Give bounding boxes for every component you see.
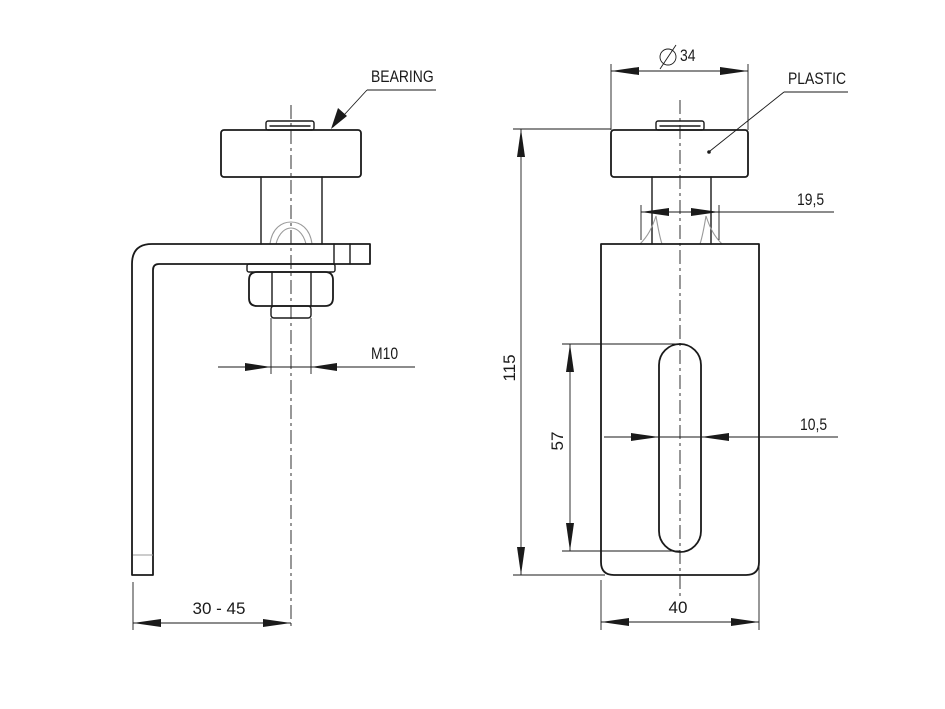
dia-circle — [659, 48, 677, 66]
neck-weld-right — [699, 215, 723, 245]
total-height-label: 115 — [500, 354, 519, 381]
m10-label: M10 — [371, 345, 398, 364]
w195-arrow-left — [641, 208, 669, 216]
dia-arrow-right — [720, 67, 748, 75]
axle-weld — [269, 221, 313, 245]
thread-end — [270, 305, 312, 319]
axle-weld-inner — [275, 227, 307, 245]
dim-m10: M10 — [218, 318, 415, 374]
bearing-callout: BEARING — [331, 68, 436, 129]
dim-diameter: 34 — [610, 44, 749, 130]
h115-arrow-bottom — [517, 547, 525, 575]
w40-arrow-left — [601, 618, 629, 626]
plastic-leader — [709, 91, 785, 152]
dia-slash — [659, 44, 677, 70]
dim-slot-length: 57 — [548, 343, 680, 552]
diameter-label: 34 — [680, 47, 696, 66]
neck-weld-left — [639, 215, 663, 245]
dim-slot-width: 10,5 — [604, 416, 838, 441]
front-view: 34 PLASTIC 19,5 10,5 — [500, 44, 848, 630]
plastic-label: PLASTIC — [788, 70, 846, 89]
m10-arrow-right — [311, 363, 337, 371]
side-view: M10 30 - 45 BEARING — [131, 68, 436, 630]
plastic-point — [707, 150, 711, 154]
bearing-cap — [265, 120, 315, 131]
l57-arrow-bottom — [566, 523, 574, 551]
dim-total-height: 115 — [500, 128, 611, 576]
bearing-label: BEARING — [371, 68, 434, 87]
front-cap — [655, 120, 705, 131]
width-top-label: 19,5 — [797, 191, 824, 210]
adjust-range-label: 30 - 45 — [193, 599, 246, 618]
base-width-label: 40 — [669, 598, 688, 617]
dim-base-width: 40 — [600, 562, 760, 630]
axle — [260, 176, 323, 245]
hex-nut — [248, 271, 334, 307]
dim-width-top: 19,5 — [640, 191, 834, 240]
h115-arrow-top — [517, 129, 525, 157]
slot-w-arrow-left — [631, 433, 659, 441]
plastic-callout: PLASTIC — [709, 70, 848, 152]
slot-width-label: 10,5 — [800, 416, 827, 435]
bearing-arrow — [331, 108, 347, 129]
slot-w-arrow-right — [701, 433, 729, 441]
l-bracket — [131, 243, 371, 576]
range-arrow-left — [133, 619, 161, 627]
dim-adjust-range: 30 - 45 — [132, 582, 291, 630]
w40-arrow-right — [731, 618, 759, 626]
slot-length-label: 57 — [548, 432, 567, 451]
diameter-symbol-icon — [659, 44, 677, 70]
range-arrow-right — [263, 619, 291, 627]
dia-arrow-left — [611, 67, 639, 75]
l57-arrow-top — [566, 344, 574, 372]
w195-arrow-right — [691, 208, 719, 216]
m10-arrow-left — [245, 363, 271, 371]
